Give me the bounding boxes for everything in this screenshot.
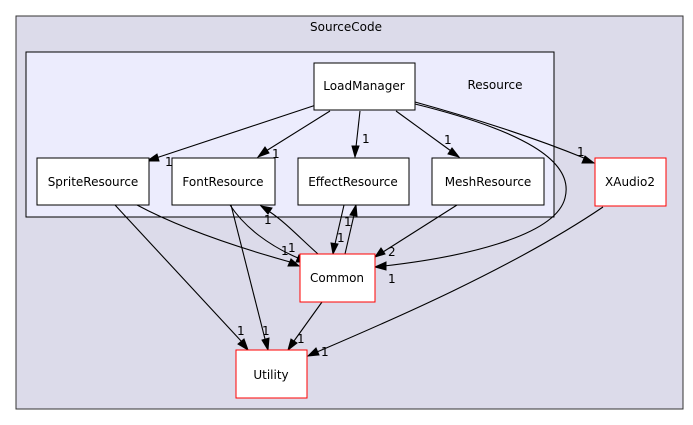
node-meshresource-label: MeshResource <box>445 175 532 189</box>
edge-loadmanager-fontresource: 1 <box>256 110 331 161</box>
node-effectresource-box <box>297 157 410 206</box>
edge-loadmanager-common-label: 1 <box>388 272 396 286</box>
edge-loadmanager-fontresource-line <box>265 110 331 152</box>
edge-loadmanager-meshresource-line <box>395 110 452 152</box>
edge-common-effectresource: 1 <box>344 203 358 255</box>
node-meshresource-box <box>431 157 545 206</box>
edge-meshresource-common-arrow <box>373 247 386 258</box>
edge-common-effectresource-label: 1 <box>344 215 352 229</box>
edge-fontresource-utility: 1 <box>230 204 270 352</box>
edge-xaudio2-utility-line <box>316 206 604 353</box>
edge-loadmanager-common-arrow <box>373 261 387 271</box>
node-common[interactable]: Common <box>299 253 376 303</box>
node-effectresource-label: EffectResource <box>308 175 398 189</box>
edge-fontresource-common-label: 1 <box>288 241 296 255</box>
edge-common-utility-line <box>293 301 323 342</box>
node-utility-label: Utility <box>253 368 288 382</box>
edge-effectresource-common-line <box>334 204 345 245</box>
node-spriteresource-box <box>36 157 150 206</box>
edge-spriteresource-common: 1 <box>136 204 301 267</box>
edge-loadmanager-spriteresource-label: 1 <box>165 155 173 169</box>
node-common-label: Common <box>310 271 364 285</box>
edge-loadmanager-common-line <box>383 103 567 267</box>
edge-xaudio2-utility-label: 1 <box>321 345 329 359</box>
edge-spriteresource-utility-line <box>114 204 243 343</box>
edge-common-fontresource-label: 1 <box>264 213 272 227</box>
edge-loadmanager-xaudio2-label: 1 <box>577 145 585 159</box>
node-utility-box <box>235 349 308 399</box>
edge-spriteresource-utility-label: 1 <box>237 324 245 338</box>
edge-effectresource-common-label: 1 <box>337 231 345 245</box>
edge-meshresource-common: 2 <box>373 204 458 259</box>
edge-fontresource-common-line <box>229 204 299 259</box>
node-xaudio2-box <box>594 157 667 207</box>
edge-common-utility: 1 <box>287 301 323 352</box>
edge-fontresource-utility-line <box>230 204 266 340</box>
edge-meshresource-common-label: 2 <box>388 245 396 259</box>
edge-common-effectresource-arrow <box>349 203 358 217</box>
node-fontresource-label: FontResource <box>182 175 263 189</box>
edge-effectresource-common: 1 <box>330 204 345 256</box>
node-effectresource[interactable]: EffectResource <box>297 157 410 206</box>
edge-effectresource-common-arrow <box>330 242 339 256</box>
node-fontresource-box <box>171 157 276 206</box>
edge-fontresource-utility-arrow <box>261 337 270 352</box>
edge-loadmanager-meshresource-arrow <box>447 147 461 158</box>
edge-common-utility-label: 1 <box>297 332 305 346</box>
edge-loadmanager-effectresource-line <box>355 110 361 148</box>
edge-loadmanager-effectresource-arrow <box>351 145 360 159</box>
node-loadmanager-box <box>313 62 416 111</box>
node-loadmanager[interactable]: LoadManager <box>313 62 416 111</box>
edge-loadmanager-xaudio2-arrow <box>581 155 596 164</box>
edge-loadmanager-spriteresource: 1 <box>145 104 317 169</box>
edge-loadmanager-spriteresource-arrow <box>145 153 160 162</box>
node-meshresource[interactable]: MeshResource <box>431 157 545 206</box>
node-common-box <box>299 253 376 303</box>
edge-spriteresource-common-label: 1 <box>281 244 289 258</box>
edge-loadmanager-xaudio2-line <box>414 101 585 159</box>
edge-loadmanager-meshresource: 1 <box>395 110 461 158</box>
node-fontresource[interactable]: FontResource <box>171 157 276 206</box>
node-loadmanager-label: LoadManager <box>323 79 404 93</box>
edge-common-utility-arrow <box>287 338 298 352</box>
edge-loadmanager-fontresource-arrow <box>256 146 270 159</box>
node-xaudio2-label: XAudio2 <box>605 175 655 189</box>
edge-spriteresource-common-arrow <box>287 258 301 267</box>
node-xaudio2[interactable]: XAudio2 <box>594 157 667 207</box>
edge-loadmanager-spriteresource-line <box>155 104 317 159</box>
edge-xaudio2-utility-arrow <box>306 347 320 357</box>
edge-loadmanager-meshresource-label: 1 <box>444 133 452 147</box>
edge-loadmanager-common: 1 <box>373 103 567 286</box>
cluster-resource-title: Resource <box>467 78 522 92</box>
edge-common-fontresource-arrow <box>259 205 273 215</box>
edge-spriteresource-utility-arrow <box>237 338 249 352</box>
edge-xaudio2-utility: 1 <box>306 206 604 359</box>
edge-common-effectresource-line <box>344 214 355 255</box>
cluster-sourcecode-title: SourceCode <box>310 20 382 34</box>
edge-loadmanager-fontresource-label: 1 <box>272 147 280 161</box>
edge-spriteresource-common-line <box>136 204 291 263</box>
edge-loadmanager-xaudio2: 1 <box>414 101 596 164</box>
edge-loadmanager-effectresource-label: 1 <box>362 132 370 146</box>
node-spriteresource[interactable]: SpriteResource <box>36 157 150 206</box>
edge-loadmanager-effectresource: 1 <box>351 110 370 159</box>
node-utility[interactable]: Utility <box>235 349 308 399</box>
node-spriteresource-label: SpriteResource <box>48 175 139 189</box>
edge-common-fontresource: 1 <box>259 205 319 255</box>
edge-spriteresource-utility: 1 <box>114 204 249 352</box>
edge-common-fontresource-line <box>269 211 319 255</box>
edge-fontresource-utility-label: 1 <box>262 324 270 338</box>
edge-meshresource-common-line <box>382 204 458 253</box>
